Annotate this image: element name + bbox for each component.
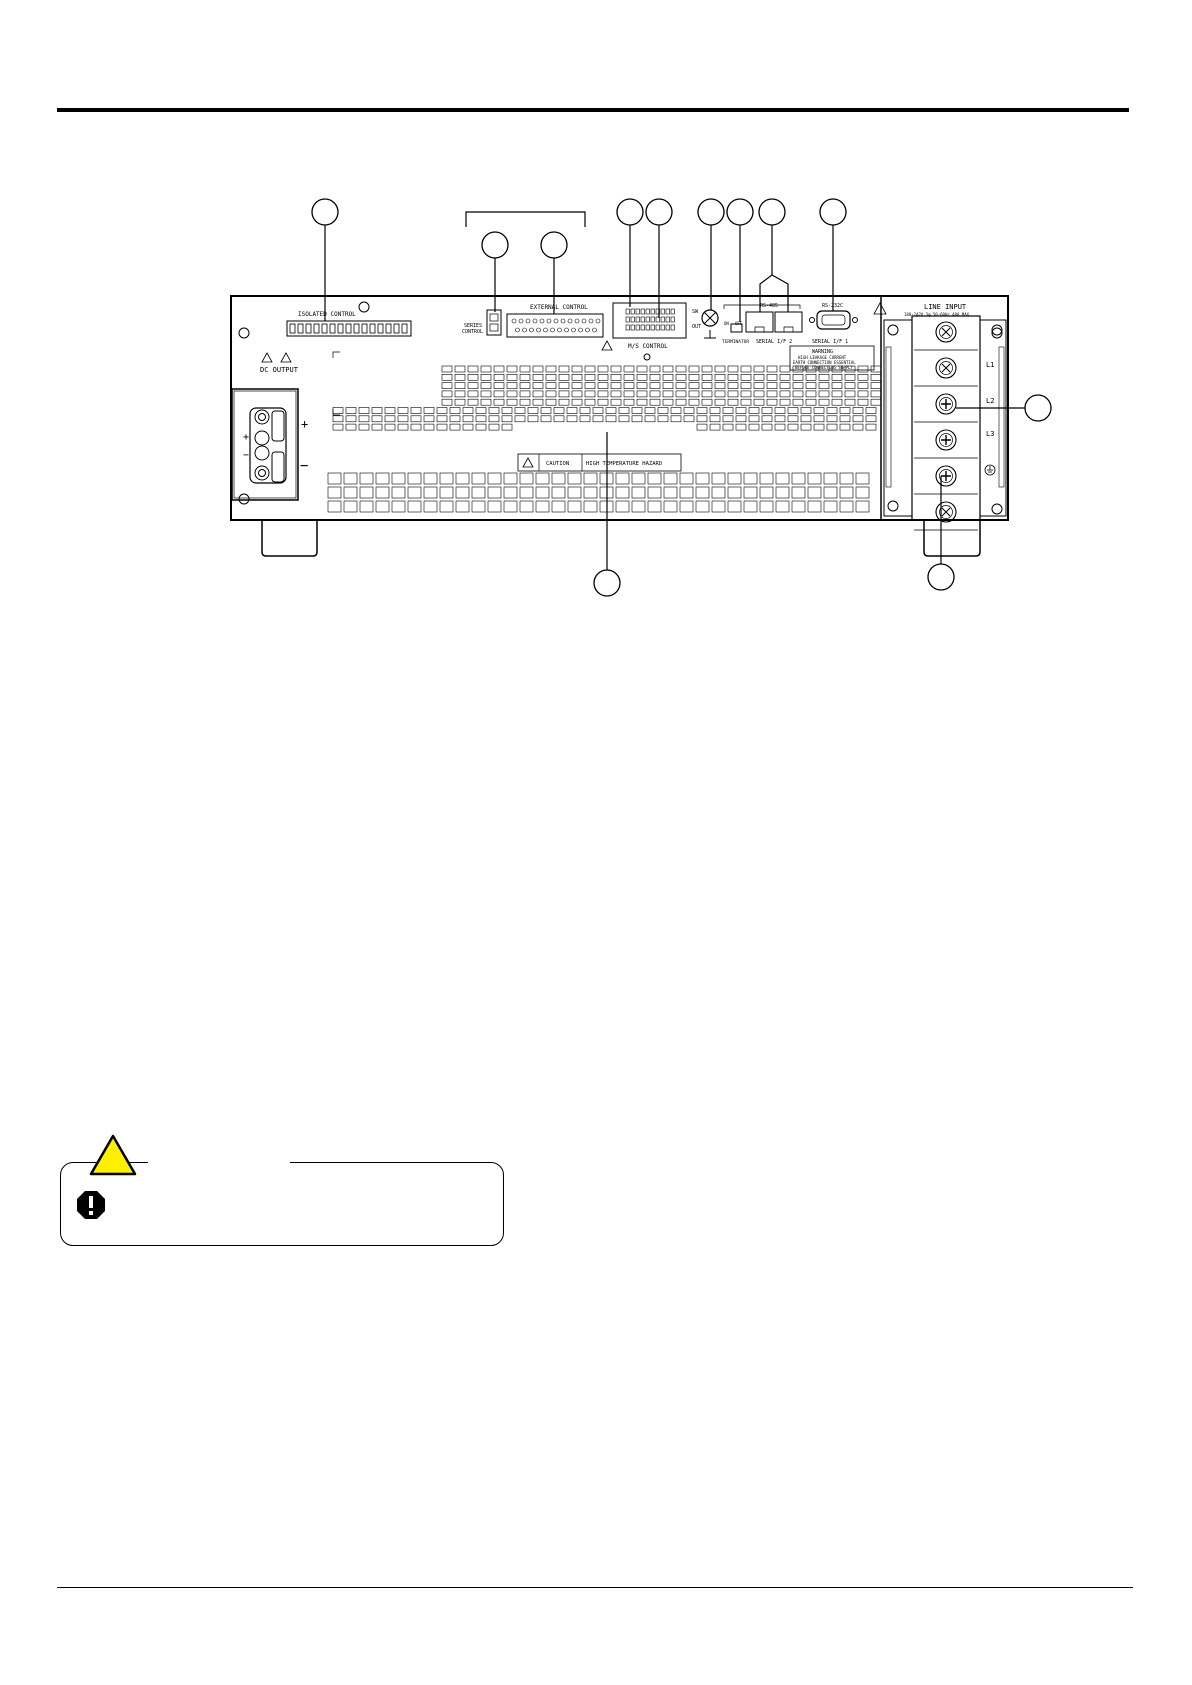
- footer-rule: [57, 1587, 1133, 1588]
- ms-control-connector[interactable]: [612, 302, 687, 339]
- external-control-connector[interactable]: [506, 313, 604, 338]
- caution-label: CAUTION: [546, 461, 569, 467]
- warning-line-3: BEFORE CONNECTING SUPPLY: [795, 365, 853, 370]
- rear-panel-figure: ISOLATED CONTROL SERIES CONTROL EXTERNAL…: [230, 198, 1052, 597]
- out-label: OUT: [692, 324, 701, 330]
- ground-symbol: [704, 330, 716, 339]
- series-control-connector[interactable]: [486, 309, 502, 336]
- dc-warning-icons: [261, 352, 292, 363]
- warning-line-2: EARTH CONNECTION ESSENTIAL: [793, 360, 856, 365]
- serial-if2-port-a[interactable]: [745, 311, 774, 333]
- l3-label: L3: [986, 430, 994, 438]
- header-rule: [57, 108, 1129, 112]
- left-foot: [261, 520, 318, 557]
- dc-minus-small: −: [243, 450, 249, 461]
- line-input-terminal-block[interactable]: [911, 315, 981, 521]
- caution-plate: [517, 453, 682, 472]
- isolated-control-label: ISOLATED CONTROL: [298, 311, 356, 318]
- warning-triangle-icon: [89, 1134, 137, 1176]
- dc-output-cover: [231, 388, 299, 501]
- terminator-on-label: ON: [724, 321, 729, 326]
- dc-plus-label: +: [301, 417, 308, 431]
- l1-label: L1: [986, 361, 994, 369]
- dc-output-label: DC OUTPUT: [260, 366, 299, 374]
- ms-control-label: M/S CONTROL: [628, 343, 668, 350]
- dc-minus-label: −: [300, 458, 308, 474]
- dc-output-terminal[interactable]: [249, 407, 287, 484]
- chassis-outline: [230, 295, 1009, 521]
- sw-label: SW: [692, 309, 699, 315]
- external-control-label: EXTERNAL CONTROL: [530, 304, 588, 311]
- warning-title: WARNING: [812, 349, 833, 355]
- rs485-label: RS-485: [760, 303, 778, 309]
- serial-if2-port-b[interactable]: [774, 311, 803, 333]
- serial-if2-label: SERIAL I/F 2: [756, 339, 792, 345]
- line-input-label: LINE INPUT: [924, 303, 967, 311]
- screws: [238, 301, 1003, 515]
- line-input-cover-right: [979, 319, 1007, 517]
- warning-line-1: HIGH LEAKAGE CURRENT: [798, 355, 847, 360]
- protective-earth-symbol: [984, 464, 996, 476]
- dc-plus-small: +: [243, 432, 249, 443]
- callout-title-gap: [148, 1158, 290, 1166]
- ms-warning-icon: [601, 340, 613, 351]
- mandatory-action-icon: [77, 1191, 105, 1219]
- series-control-label-1: SERIES: [464, 323, 482, 329]
- l2-label: L2: [986, 397, 994, 405]
- callout-leaders: [324, 211, 1025, 570]
- isolated-control-terminal[interactable]: [286, 320, 412, 337]
- high-temperature-label: HIGH TEMPERATURE HAZARD: [586, 461, 662, 467]
- serial-if1-label: SERIAL I/F 1: [812, 339, 848, 345]
- right-foot: [923, 520, 981, 557]
- line-input-rating: 180-242V 3φ 50-60Hz 40A MAX: [904, 312, 970, 317]
- terminator-switch[interactable]: [730, 323, 743, 333]
- terminator-label: TERMINATOR: [722, 339, 749, 345]
- ventilation-grille: [327, 365, 882, 513]
- ms-indicator: [643, 353, 651, 361]
- caution-icon: [522, 457, 534, 468]
- series-control-label-2: CONTROL: [462, 329, 483, 335]
- trig-out-connector[interactable]: [701, 309, 719, 327]
- line-input-cover-left: [883, 319, 913, 517]
- line-input-warning-icon: [873, 302, 887, 315]
- callout-markers: [311, 198, 1052, 597]
